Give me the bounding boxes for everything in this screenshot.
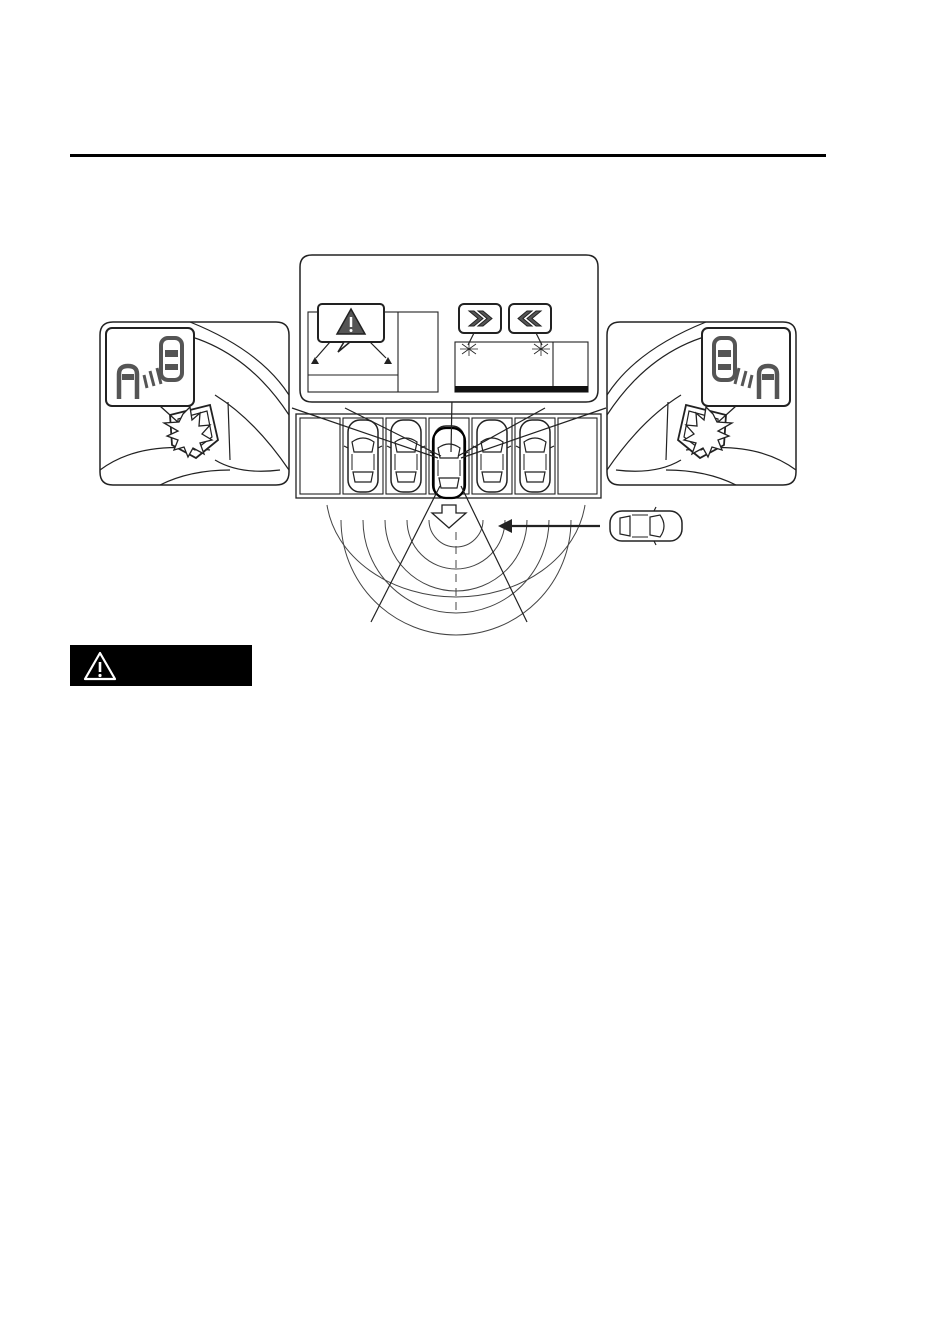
reverse-direction-arrow [430, 504, 468, 529]
warning-triangle-icon [83, 651, 117, 681]
left-mirror-indicator-icon [105, 327, 195, 425]
rear-cross-traffic-illustration [99, 254, 797, 636]
right-mirror-indicator-icon [701, 327, 791, 425]
left-mirror-callout [99, 321, 290, 486]
center-display-callout [299, 254, 599, 403]
warning-badge [70, 645, 252, 686]
sensor-range-arcs [326, 504, 586, 636]
approaching-vehicle [498, 506, 683, 546]
right-mirror-callout [606, 321, 797, 486]
warning-triangle-icon [317, 303, 385, 353]
section-rule [70, 154, 826, 157]
chevron-right-icon [458, 303, 502, 334]
reversing-car [429, 425, 469, 500]
chevron-left-icon [508, 303, 552, 334]
